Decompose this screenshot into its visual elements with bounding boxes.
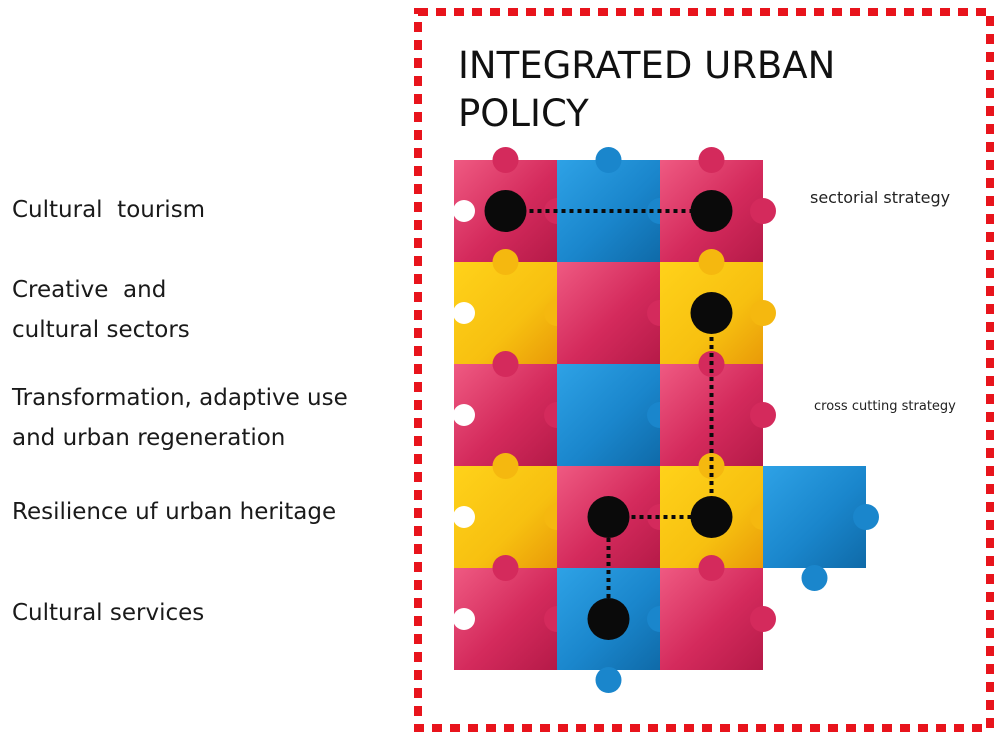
title-line-2: POLICY bbox=[458, 92, 589, 135]
puzzle-piece bbox=[763, 466, 879, 568]
puzzle-piece bbox=[660, 555, 776, 670]
strategy-paths bbox=[505, 209, 714, 619]
title-line-1: INTEGRATED URBAN bbox=[458, 44, 836, 87]
row-label-creative-sectors: Creative and cultural sectors bbox=[12, 277, 190, 343]
policy-frame bbox=[414, 8, 994, 732]
strategy-node bbox=[587, 496, 630, 538]
strategy-node bbox=[587, 598, 630, 640]
puzzle-piece bbox=[453, 453, 570, 568]
strategy-node bbox=[484, 190, 527, 232]
puzzle-tab bbox=[595, 667, 622, 693]
sectorial-strategy-label: sectorial strategy bbox=[810, 188, 951, 207]
cross-cutting-strategy-label: cross cutting strategy bbox=[814, 399, 956, 414]
puzzle-grid bbox=[453, 147, 879, 693]
row-label-resilience: Resilience uf urban heritage bbox=[12, 499, 337, 525]
puzzle-piece bbox=[557, 147, 673, 262]
strategy-nodes bbox=[484, 190, 733, 640]
strategy-node bbox=[690, 190, 733, 232]
row-label-cultural-tourism: Cultural tourism bbox=[12, 197, 206, 223]
row-label-transformation: Transformation, adaptive use and urban r… bbox=[12, 385, 348, 451]
puzzle-piece bbox=[453, 249, 570, 364]
row-label-cultural-services: Cultural services bbox=[12, 600, 205, 626]
puzzle-piece bbox=[557, 364, 673, 466]
puzzle-tab bbox=[801, 565, 828, 591]
strategy-node bbox=[690, 292, 733, 334]
puzzle-piece bbox=[453, 555, 570, 670]
puzzle-piece bbox=[557, 262, 673, 364]
puzzle-piece bbox=[453, 351, 570, 466]
puzzle-piece bbox=[660, 351, 776, 466]
diagram-title: INTEGRATED URBAN POLICY bbox=[458, 42, 835, 138]
strategy-node bbox=[690, 496, 733, 538]
